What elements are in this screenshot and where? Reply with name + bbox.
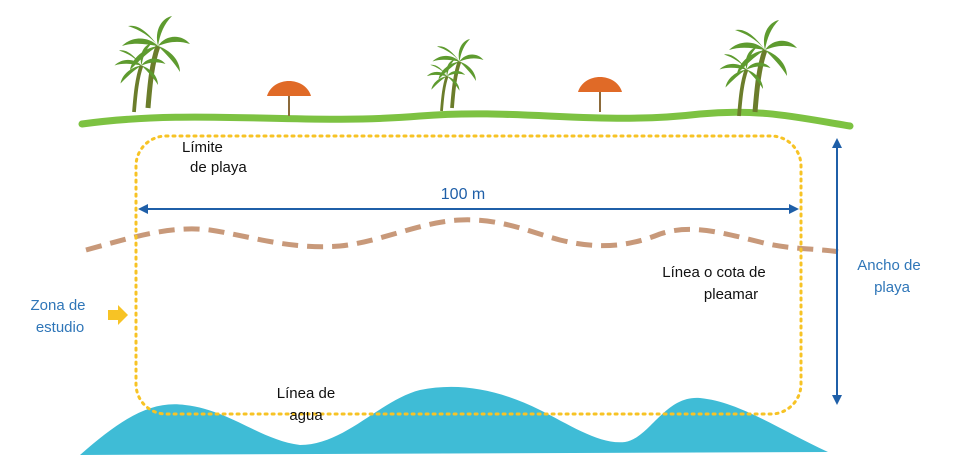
beach-umbrella-icon <box>578 77 622 112</box>
beach-width-label-2: playa <box>874 279 911 296</box>
water-line-label-1: Línea de <box>277 385 335 402</box>
water-line-label-2: agua <box>289 407 323 424</box>
palm-tree-icon <box>112 16 191 114</box>
palm-tree-icon <box>717 20 798 118</box>
beach-limit-label-1: Límite <box>182 139 223 156</box>
beach-width-label-1: Ancho de <box>857 257 920 274</box>
arrow-right-icon <box>108 305 128 325</box>
high-tide-label-2: pleamar <box>704 286 758 303</box>
beach-limit-label-2: de playa <box>190 159 247 176</box>
study-zone-label-2: estudio <box>36 319 84 336</box>
width-100m-label: 100 m <box>441 186 485 203</box>
study-zone-boundary <box>134 134 803 416</box>
study-zone-label-1: Zona de <box>30 297 85 314</box>
palm-tree-icon <box>425 37 486 113</box>
beach-umbrella-icon <box>267 81 311 116</box>
water-waves <box>80 386 828 455</box>
high-tide-line <box>85 217 841 255</box>
grass-strip <box>78 108 854 130</box>
high-tide-label-1: Línea o cota de <box>662 264 765 281</box>
